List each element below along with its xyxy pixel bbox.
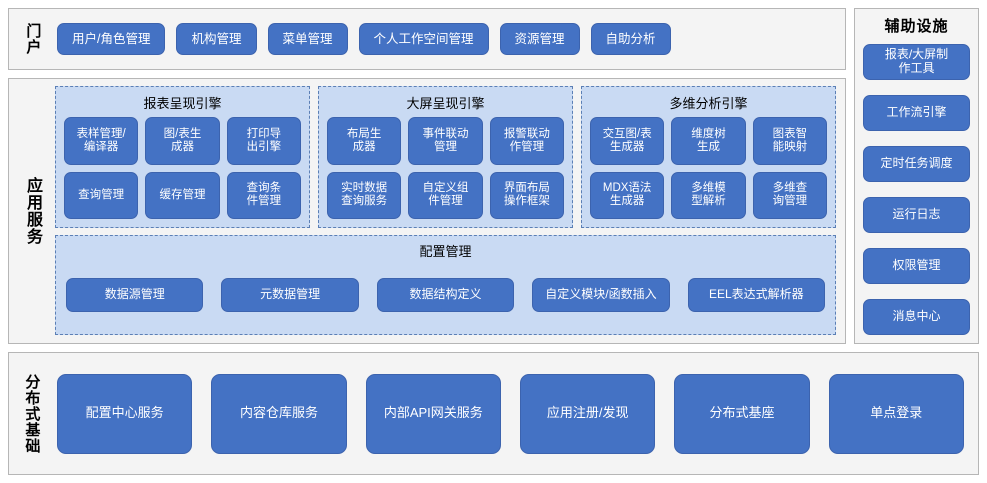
aux-item-message-center[interactable]: 消息中心 xyxy=(863,299,970,335)
application-services-label-text: 应用服务 xyxy=(23,177,41,245)
engines-row: 报表呈现引擎 表样管理/ 编译器 图/表生 成器 打印导 出引擎 查询管理 缓存… xyxy=(55,86,836,228)
base-item-config-center-service[interactable]: 配置中心服务 xyxy=(57,373,193,454)
engine1-item-template-management-compiler[interactable]: 表样管理/ 编译器 xyxy=(64,117,139,165)
engine1-item-query-condition-management[interactable]: 查询条 件管理 xyxy=(226,171,301,219)
portal-button-user-role-management[interactable]: 用户/角色管理 xyxy=(57,23,166,55)
auxiliary-item-list: 报表/大屏制 作工具 工作流引擎 定时任务调度 运行日志 权限管理 消息中心 xyxy=(863,44,970,335)
config-item-datasource-management[interactable]: 数据源管理 xyxy=(66,277,204,312)
portal-button-self-service-analysis[interactable]: 自助分析 xyxy=(590,23,671,55)
engine3-item-mdx-syntax-generator[interactable]: MDX语法 生成器 xyxy=(590,171,665,219)
config-item-eel-expression-parser[interactable]: EEL表达式解析器 xyxy=(687,277,826,312)
engine2-item-event-linkage-management[interactable]: 事件联动 管理 xyxy=(408,117,483,165)
engine-title-multidimensional-analysis: 多维分析引擎 xyxy=(669,96,748,111)
base-item-single-sign-on[interactable]: 单点登录 xyxy=(828,373,964,454)
engine3-item-multidimensional-model-parsing[interactable]: 多维模 型解析 xyxy=(671,171,746,219)
distributed-base-label-text: 分布式基础 xyxy=(23,373,41,454)
engine2-item-ui-layout-operation-framework[interactable]: 界面布局 操作框架 xyxy=(489,171,564,219)
engine-title-large-screen-rendering: 大屏呈现引擎 xyxy=(406,96,485,111)
configuration-management-title: 配置管理 xyxy=(419,244,472,259)
aux-item-scheduled-task-scheduler[interactable]: 定时任务调度 xyxy=(863,146,970,182)
engine1-item-query-management[interactable]: 查询管理 xyxy=(64,171,139,219)
engine-group-multidimensional-analysis: 多维分析引擎 交互图/表 生成器 维度树 生成 图表智 能映射 MDX语法 生成… xyxy=(581,86,836,228)
engine2-item-custom-component-management[interactable]: 自定义组 件管理 xyxy=(408,171,483,219)
distributed-base-item-row: 配置中心服务 内容仓库服务 内部API网关服务 应用注册/发现 分布式基座 单点… xyxy=(53,353,978,474)
config-item-custom-module-function-insertion[interactable]: 自定义模块/函数插入 xyxy=(532,277,670,312)
configuration-management-item-row: 数据源管理 元数据管理 数据结构定义 自定义模块/函数插入 EEL表达式解析器 xyxy=(66,265,826,326)
aux-item-report-dashboard-authoring-tool[interactable]: 报表/大屏制 作工具 xyxy=(863,44,970,80)
engine3-item-multidimensional-query-management[interactable]: 多维查 询管理 xyxy=(752,171,827,219)
portal-button-personal-workspace-management[interactable]: 个人工作空间管理 xyxy=(358,23,489,55)
top-row: 门户 用户/角色管理 机构管理 菜单管理 个人工作空间管理 资源管理 自助分析 xyxy=(8,8,979,70)
engine-grid-report-rendering: 表样管理/ 编译器 图/表生 成器 打印导 出引擎 查询管理 缓存管理 查询条 … xyxy=(64,117,301,219)
application-services-section: 应用服务 报表呈现引擎 表样管理/ 编译器 图/表生 成器 打印导 出引擎 查询… xyxy=(8,78,846,344)
distributed-base-section: 分布式基础 配置中心服务 内容仓库服务 内部API网关服务 应用注册/发现 分布… xyxy=(8,352,979,475)
base-item-content-repository-service[interactable]: 内容仓库服务 xyxy=(211,373,347,454)
engine-group-large-screen-rendering: 大屏呈现引擎 布局生 成器 事件联动 管理 报警联动 作管理 实时数据 查询服务… xyxy=(318,86,573,228)
engine3-item-dimension-tree-generation[interactable]: 维度树 生成 xyxy=(671,117,746,165)
engine-grid-large-screen-rendering: 布局生 成器 事件联动 管理 报警联动 作管理 实时数据 查询服务 自定义组 件… xyxy=(327,117,564,219)
engine2-item-alarm-linkage-action-management[interactable]: 报警联动 作管理 xyxy=(489,117,564,165)
base-item-application-registration-discovery[interactable]: 应用注册/发现 xyxy=(519,373,656,454)
engine1-item-print-export-engine[interactable]: 打印导 出引擎 xyxy=(226,117,301,165)
engine2-item-layout-generator[interactable]: 布局生 成器 xyxy=(327,117,402,165)
portal-section-label: 门户 xyxy=(9,23,55,55)
engine-title-report-rendering: 报表呈现引擎 xyxy=(143,96,222,111)
engine-grid-multidimensional-analysis: 交互图/表 生成器 维度树 生成 图表智 能映射 MDX语法 生成器 多维模 型… xyxy=(590,117,827,219)
engine1-item-chart-table-generator[interactable]: 图/表生 成器 xyxy=(145,117,220,165)
base-item-internal-api-gateway-service[interactable]: 内部API网关服务 xyxy=(365,373,501,454)
portal-button-group: 用户/角色管理 机构管理 菜单管理 个人工作空间管理 资源管理 自助分析 xyxy=(55,23,845,55)
application-services-body: 报表呈现引擎 表样管理/ 编译器 图/表生 成器 打印导 出引擎 查询管理 缓存… xyxy=(55,79,845,343)
engine3-item-interactive-chart-table-generator[interactable]: 交互图/表 生成器 xyxy=(590,117,665,165)
base-item-distributed-foundation[interactable]: 分布式基座 xyxy=(674,373,810,454)
aux-item-runtime-log[interactable]: 运行日志 xyxy=(863,197,970,233)
engine2-item-realtime-data-query-service[interactable]: 实时数据 查询服务 xyxy=(327,171,402,219)
config-item-metadata-management[interactable]: 元数据管理 xyxy=(221,277,359,312)
portal-section: 门户 用户/角色管理 机构管理 菜单管理 个人工作空间管理 资源管理 自助分析 xyxy=(8,8,846,70)
portal-label-text: 门户 xyxy=(24,23,42,55)
engine-group-report-rendering: 报表呈现引擎 表样管理/ 编译器 图/表生 成器 打印导 出引擎 查询管理 缓存… xyxy=(55,86,310,228)
aux-item-permission-management[interactable]: 权限管理 xyxy=(863,248,970,284)
auxiliary-facilities-section: 辅助设施 报表/大屏制 作工具 工作流引擎 定时任务调度 运行日志 权限管理 消… xyxy=(854,8,979,344)
application-services-label: 应用服务 xyxy=(9,79,55,343)
auxiliary-section-title: 辅助设施 xyxy=(884,18,949,35)
portal-button-menu-management[interactable]: 菜单管理 xyxy=(267,23,348,55)
distributed-base-label: 分布式基础 xyxy=(9,353,53,474)
engine1-item-cache-management[interactable]: 缓存管理 xyxy=(145,171,220,219)
portal-button-resource-management[interactable]: 资源管理 xyxy=(499,23,580,55)
configuration-management-group: 配置管理 数据源管理 元数据管理 数据结构定义 自定义模块/函数插入 EEL表达… xyxy=(55,235,836,335)
portal-button-organization-management[interactable]: 机构管理 xyxy=(176,23,257,55)
aux-item-workflow-engine[interactable]: 工作流引擎 xyxy=(863,95,970,131)
config-item-data-structure-definition[interactable]: 数据结构定义 xyxy=(376,277,515,312)
engine3-item-chart-intelligent-mapping[interactable]: 图表智 能映射 xyxy=(752,117,827,165)
